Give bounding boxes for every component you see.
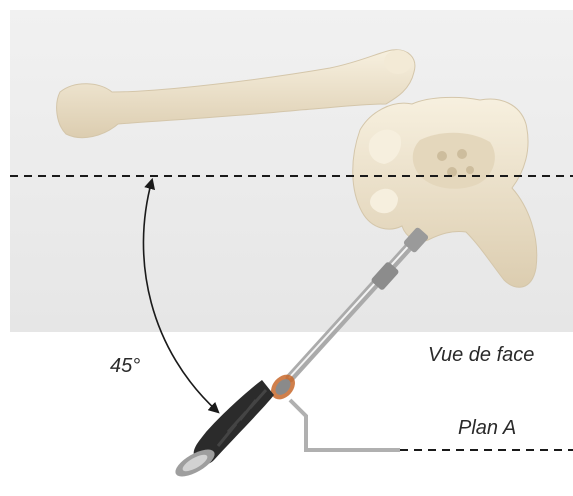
angle-label: 45° — [110, 355, 140, 378]
view-label: Vue de face — [428, 344, 534, 367]
plane-label: Plan A — [458, 417, 516, 440]
